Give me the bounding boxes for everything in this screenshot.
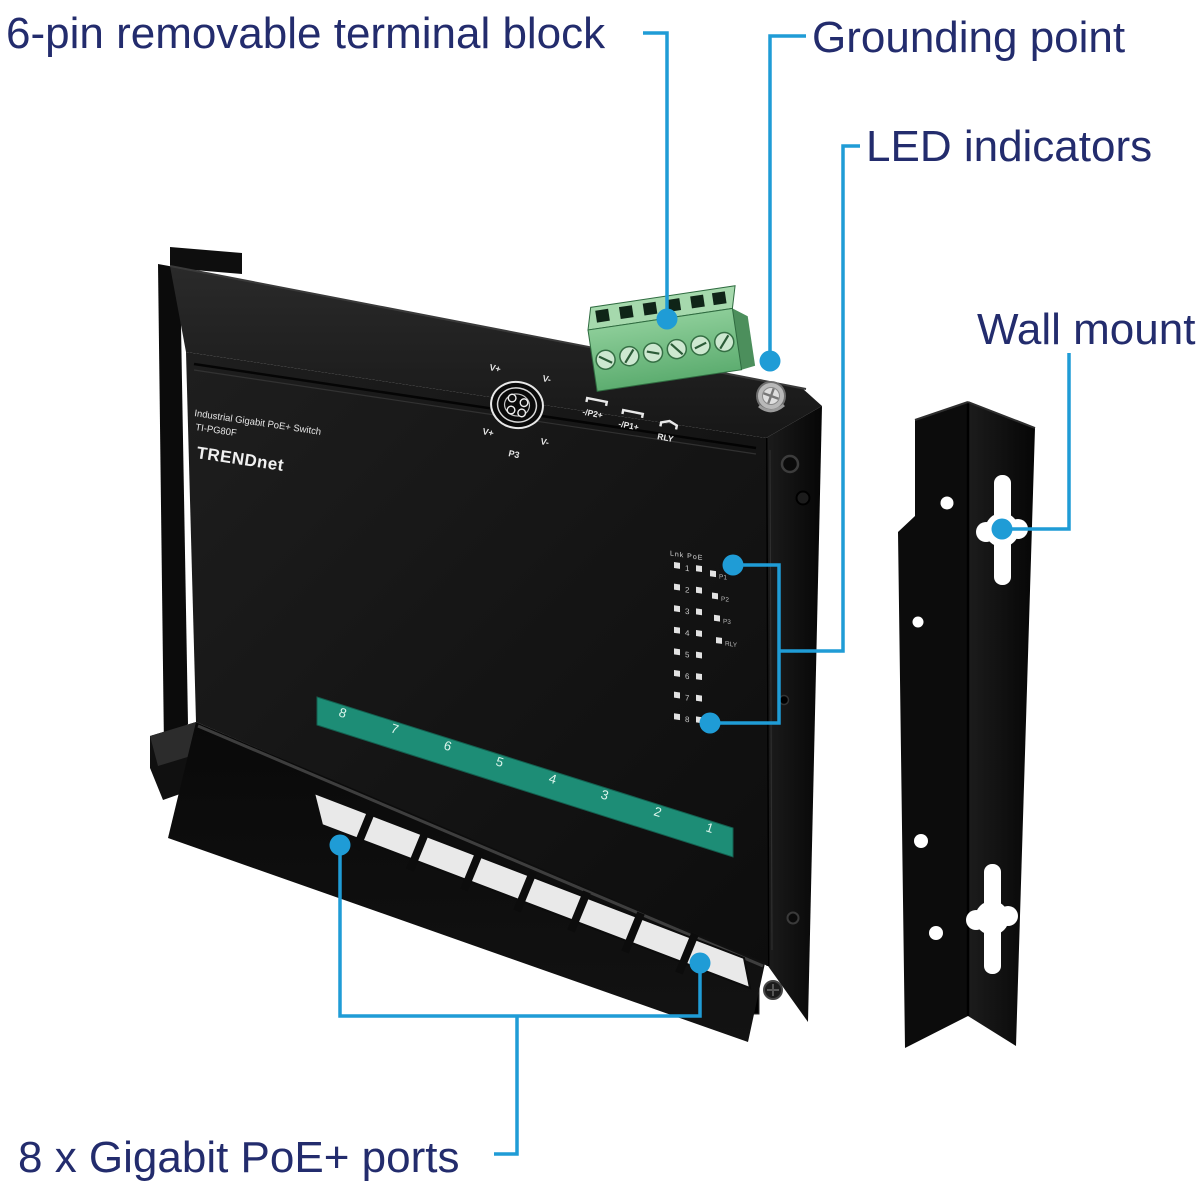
led-row-number: 3: [685, 607, 690, 617]
right-side-face: [766, 406, 822, 1022]
label-terminal-block: 6-pin removable terminal block: [6, 9, 606, 58]
port-number: 5: [494, 754, 505, 770]
port-number: 6: [442, 738, 453, 754]
rj45-contact-strip: [312, 791, 752, 990]
led-status-label: P1: [719, 574, 727, 582]
port-number: 2: [652, 804, 663, 820]
led-port-rows: 1 2 3 4 5 6 7 8: [674, 562, 702, 725]
label-led-indicators: LED indicators: [866, 122, 1152, 171]
back-plate-ear: [170, 247, 242, 274]
power-connector-labels: V+ V- V+ V- P3: [482, 362, 552, 460]
callout-terminal-block-line: [643, 31, 669, 312]
led-status-label: RLY: [725, 640, 738, 649]
bracket-top-edge-left: [914, 401, 969, 421]
bracket-hole-1: [940, 496, 954, 510]
right-face-groove: [769, 449, 773, 951]
back-plate-left-edge: [158, 264, 188, 748]
power-connector: [490, 380, 544, 430]
front-groove-dark: [193, 362, 757, 450]
wall-mount-bracket: [898, 401, 1036, 1048]
terminal-label-rly: RLY: [657, 431, 675, 444]
bracket-keyhole-lower: [966, 864, 1018, 974]
side-bolt: [795, 490, 811, 506]
terminal-screws: [595, 331, 735, 370]
front-groove-light: [193, 369, 757, 455]
switch-chassis: 8 7 6 5 4 3 2 1 Industrial Gigabit PoE+ …: [150, 247, 822, 1042]
power-label-v-plus-top: V+: [489, 362, 502, 374]
top-face: [170, 266, 822, 438]
led-status-label: P3: [723, 618, 731, 626]
power-label-v-minus-top: V-: [542, 373, 552, 385]
callout-led-line: [714, 144, 860, 725]
bracket-left-flange: [898, 402, 968, 1048]
label-wall-mount: Wall mount: [977, 305, 1195, 354]
port-number: 8: [337, 705, 348, 721]
callout-wall-mount-dot: [991, 518, 1013, 540]
led-row-number: 2: [685, 585, 690, 595]
terminal-label-p2: -/P2+: [582, 407, 604, 421]
callout-grounding-dot: [759, 350, 781, 372]
callout-ports-line: [338, 849, 702, 1156]
callout-ports-dot-right: [689, 952, 711, 974]
port-number: 1: [704, 820, 715, 836]
side-screw-hole-2: [778, 694, 790, 706]
bracket-hole-2: [912, 616, 924, 628]
callout-grounding-line: [768, 34, 806, 352]
label-grounding-point: Grounding point: [812, 13, 1125, 62]
callout-labels: 6-pin removable terminal block Grounding…: [6, 9, 1195, 1182]
led-row-number: 7: [685, 693, 690, 703]
led-row-number: 8: [685, 715, 690, 725]
band-top-lip: [197, 724, 764, 968]
callout-led-dot-bottom: [699, 712, 721, 734]
terminal-block: [587, 285, 756, 392]
terminal-pin-labels: -/P2+ -/P1+ RLY: [582, 396, 679, 444]
callout-led-dot-top: [722, 554, 744, 576]
terminal-label-p1: -/P1+: [618, 419, 640, 433]
led-header: Lnk PoE: [670, 550, 703, 562]
side-screw-hole-3: [786, 911, 800, 925]
power-label-v-plus-bottom: V+: [482, 426, 495, 438]
led-row-number: 6: [685, 672, 690, 682]
bracket-top-edge-right: [967, 401, 1036, 429]
port-number-strip: 8 7 6 5 4 3 2 1: [316, 696, 734, 858]
label-poe-ports: 8 x Gigabit PoE+ ports: [18, 1133, 459, 1182]
port-number: 3: [599, 787, 610, 803]
bracket-hole-3: [914, 834, 928, 848]
callout-lines: [329, 31, 1071, 1156]
side-phillips-screw: [763, 980, 783, 1000]
callout-wall-mount-line: [1006, 353, 1071, 531]
led-status-rows: P1 P2 P3 RLY: [710, 570, 738, 649]
led-status-label: P2: [721, 596, 729, 604]
side-screw-hole-1: [780, 454, 800, 474]
callout-terminal-block-dot: [656, 308, 678, 330]
led-row-number: 1: [685, 564, 690, 574]
power-label-p3: P3: [508, 448, 521, 460]
led-panel: Lnk PoE 1 2 3 4 5 6 7 8 P1 P2 P3 RLY: [670, 550, 738, 725]
led-row-number: 5: [685, 650, 690, 660]
port-number: 4: [547, 771, 558, 787]
callout-ports-dot-left: [329, 834, 351, 856]
port-number: 7: [389, 721, 400, 737]
led-row-number: 4: [685, 628, 690, 638]
power-label-v-minus-bottom: V-: [540, 436, 550, 448]
grounding-screw: [756, 381, 786, 413]
bracket-hole-4: [929, 926, 943, 940]
